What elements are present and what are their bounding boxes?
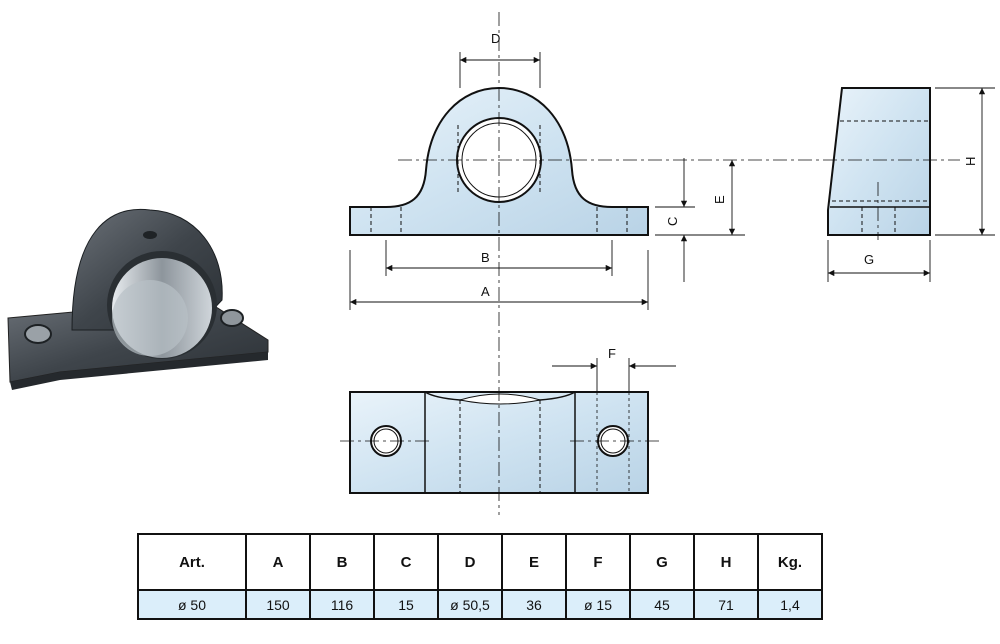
part-photo xyxy=(7,208,269,390)
dim-label-f: F xyxy=(608,346,616,361)
cell-art: ø 50 xyxy=(137,589,247,620)
dim-label-c: C xyxy=(665,217,680,226)
dim-label-d: D xyxy=(491,31,500,46)
col-header-g: G xyxy=(629,533,695,591)
col-header-f: F xyxy=(565,533,631,591)
table-row: ø 50 150 116 15 ø 50,5 36 ø 15 45 71 1,4 xyxy=(137,589,823,620)
col-header-h: H xyxy=(693,533,759,591)
col-header-b: B xyxy=(309,533,375,591)
table-header-row: Art. A B C D E F G H Kg. xyxy=(137,533,823,591)
cell-f: ø 15 xyxy=(565,589,631,620)
col-header-art: Art. xyxy=(137,533,247,591)
col-header-c: C xyxy=(373,533,439,591)
cell-d: ø 50,5 xyxy=(437,589,503,620)
cell-h: 71 xyxy=(693,589,759,620)
dimension-letters: D B A C E H G F xyxy=(481,31,978,361)
cell-e: 36 xyxy=(501,589,567,620)
dimension-lines xyxy=(349,52,995,392)
dim-label-e: E xyxy=(712,195,727,204)
cell-c: 15 xyxy=(373,589,439,620)
center-lines xyxy=(340,12,960,515)
cell-kg: 1,4 xyxy=(757,589,823,620)
col-header-a: A xyxy=(245,533,311,591)
col-header-d: D xyxy=(437,533,503,591)
dim-label-h: H xyxy=(963,157,978,166)
col-header-e: E xyxy=(501,533,567,591)
dim-label-g: G xyxy=(864,252,874,267)
col-header-kg: Kg. xyxy=(757,533,823,591)
cell-g: 45 xyxy=(629,589,695,620)
dim-label-a: A xyxy=(481,284,490,299)
dim-label-b: B xyxy=(481,250,490,265)
cell-b: 116 xyxy=(309,589,375,620)
spec-table: Art. A B C D E F G H Kg. ø 50 150 116 15… xyxy=(137,533,823,620)
side-view xyxy=(827,87,931,236)
cell-a: 150 xyxy=(245,589,311,620)
